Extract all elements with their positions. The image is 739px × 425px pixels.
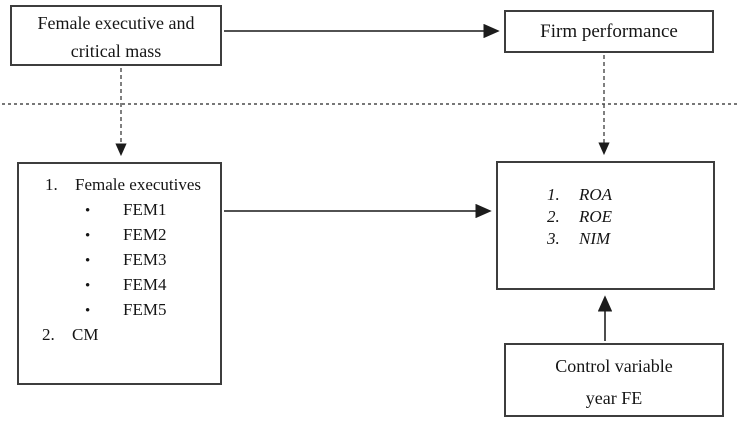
bullet-icon: • <box>85 253 91 269</box>
independent-variable-line1: Female executive and <box>37 13 195 33</box>
firm-performance-box: Firm performance <box>504 10 714 53</box>
independent-variable-box: Female executive and critical mass <box>10 5 222 66</box>
measure-item-label: Female executives <box>75 175 202 194</box>
bullet-label: FEM3 <box>123 250 167 269</box>
outcome-label: ROA <box>579 185 613 204</box>
bullet-label: FEM4 <box>123 275 167 294</box>
control-variable-line2: year FE <box>585 388 643 408</box>
measure-item-female-executives: 1. Female executives <box>19 172 220 197</box>
outcomes-box: 1. ROA 2. ROE 3. NIM <box>496 161 715 290</box>
bullet-icon: • <box>85 278 91 294</box>
measure-bullet-fem4: • FEM4 <box>19 272 220 297</box>
list-number: 2. <box>547 207 560 226</box>
bullet-icon: • <box>85 203 91 219</box>
outcome-item-roa: 1. ROA <box>498 184 713 206</box>
measure-bullet-fem3: • FEM3 <box>19 247 220 272</box>
outcome-item-roe: 2. ROE <box>498 206 713 228</box>
measures-box: 1. Female executives • FEM1 • FEM2 • FEM3 • F… <box>17 162 222 385</box>
measure-bullet-fem1: • FEM1 <box>19 197 220 222</box>
outcome-label: ROE <box>579 207 613 226</box>
firm-performance-label: Firm performance <box>540 20 678 42</box>
list-number: 1. <box>547 185 560 204</box>
measure-item-cm: 2. CM <box>19 322 220 347</box>
list-number: 2. <box>42 325 55 344</box>
bullet-icon: • <box>85 303 91 319</box>
bullet-label: FEM1 <box>123 200 167 219</box>
bullet-icon: • <box>85 228 91 244</box>
measure-bullet-fem2: • FEM2 <box>19 222 220 247</box>
control-variable-box: Control variable year FE <box>504 343 724 417</box>
independent-variable-line2: critical mass <box>70 41 162 61</box>
outcome-label: NIM <box>579 229 611 248</box>
bullet-label: FEM5 <box>123 300 167 319</box>
list-number: 1. <box>45 175 58 194</box>
outcome-item-nim: 3. NIM <box>498 228 713 250</box>
measure-item-label: CM <box>72 325 99 344</box>
measure-bullet-fem5: • FEM5 <box>19 297 220 322</box>
bullet-label: FEM2 <box>123 225 167 244</box>
list-number: 3. <box>547 229 560 248</box>
control-variable-line1: Control variable <box>555 356 673 376</box>
